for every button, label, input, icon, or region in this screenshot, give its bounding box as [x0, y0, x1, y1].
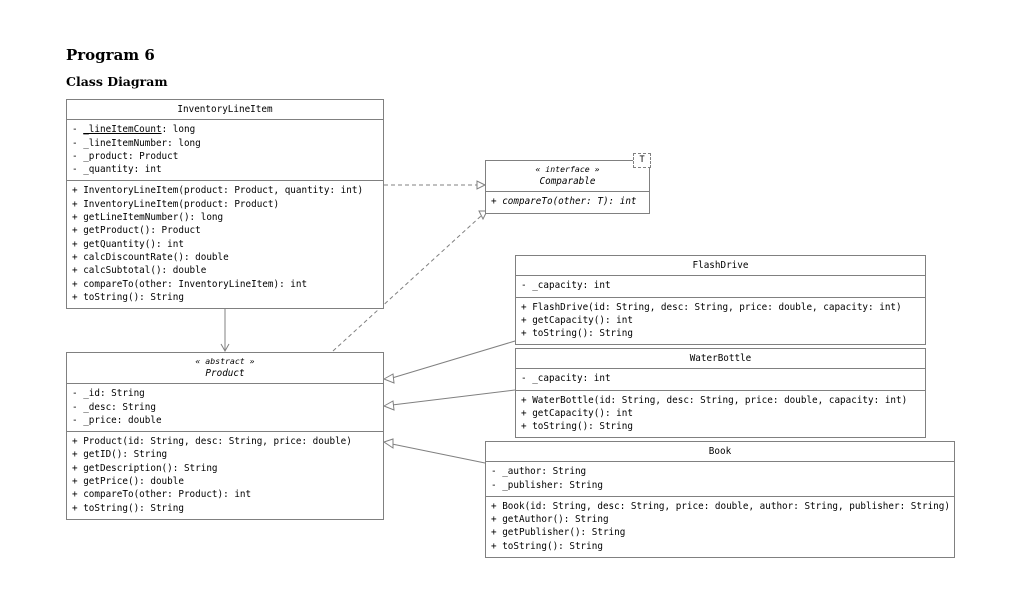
operation-row: + getProduct(): Product: [72, 225, 201, 237]
class-name-flashdrive: FlashDrive: [692, 260, 749, 271]
relationship-flashdrive-extends-product: [382, 340, 516, 384]
operation-row: + getLineItemNumber(): long: [72, 212, 224, 224]
class-header-comparable: « interface » Comparable: [486, 161, 649, 193]
operation-row: + toString(): String: [521, 328, 633, 340]
stereotype-interface: « interface »: [535, 164, 600, 174]
operation-row: + calcDiscountRate(): double: [72, 251, 229, 263]
attributes-compartment-book: - _author: String - _publisher: String: [486, 462, 954, 497]
operations-compartment-book: + Book(id: String, desc: String, price: …: [486, 497, 954, 557]
class-name-waterbottle: WaterBottle: [689, 353, 752, 364]
relationship-book-extends-product: [382, 438, 486, 464]
uml-class-book[interactable]: Book - _author: String - _publisher: Str…: [485, 441, 955, 559]
class-header-flashdrive: FlashDrive: [516, 256, 925, 277]
section-title: Class Diagram: [66, 74, 168, 89]
operation-row: + getAuthor(): String: [491, 514, 609, 526]
operation-row: + getPrice(): double: [72, 476, 184, 488]
attribute-row: - _publisher: String: [491, 479, 603, 491]
operation-row: + getPublisher(): String: [491, 527, 626, 539]
attributes-compartment-inventorylineitem: - _lineItemCount: long - _lineItemNumber…: [67, 120, 383, 182]
template-parameter-box-comparable: T: [633, 153, 651, 168]
relationship-waterbottle-extends-product: [382, 389, 516, 411]
attribute-row: - _product: Product: [72, 150, 179, 162]
operation-row: + toString(): String: [491, 540, 603, 552]
attribute-row: - _lineItemNumber: long: [72, 137, 201, 149]
operation-row: + WaterBottle(id: String, desc: String, …: [521, 394, 908, 406]
attributes-compartment-flashdrive: - _capacity: int: [516, 276, 925, 298]
uml-class-flashdrive[interactable]: FlashDrive - _capacity: int + FlashDrive…: [515, 255, 926, 346]
uml-class-comparable[interactable]: « interface » Comparable + compareTo(oth…: [485, 160, 650, 214]
attribute-row: - _price: double: [72, 414, 162, 426]
operation-row: + FlashDrive(id: String, desc: String, p…: [521, 301, 902, 313]
operation-row: + getCapacity(): int: [521, 407, 633, 419]
class-name-inventorylineitem: InventoryLineItem: [177, 104, 273, 115]
operation-row: + toString(): String: [72, 502, 184, 514]
operation-row: + toString(): String: [521, 421, 633, 433]
operation-row: + getQuantity(): int: [72, 238, 184, 250]
operation-row: + compareTo(other: Product): int: [72, 489, 252, 501]
attributes-compartment-waterbottle: - _capacity: int: [516, 369, 925, 391]
class-name-comparable: Comparable: [539, 176, 596, 187]
operation-row: + InventoryLineItem(product: Product, qu…: [72, 185, 364, 197]
operation-row: + Book(id: String, desc: String, price: …: [491, 500, 949, 512]
operation-row: + getID(): String: [72, 449, 168, 461]
uml-class-inventorylineitem[interactable]: InventoryLineItem - _lineItemCount: long…: [66, 99, 384, 310]
attribute-row: - _lineItemCount: long: [72, 124, 196, 136]
attribute-row: - _author: String: [491, 466, 587, 478]
uml-class-waterbottle[interactable]: WaterBottle - _capacity: int + WaterBott…: [515, 348, 926, 439]
operation-row: + Product(id: String, desc: String, pric…: [72, 436, 352, 448]
operations-compartment-comparable: + compareTo(other: T): int: [486, 192, 649, 212]
class-name-book: Book: [708, 446, 732, 457]
attribute-row: - _id: String: [72, 388, 145, 400]
operations-compartment-waterbottle: + WaterBottle(id: String, desc: String, …: [516, 391, 925, 438]
attributes-compartment-product: - _id: String - _desc: String - _price: …: [67, 384, 383, 433]
stereotype-abstract: « abstract »: [195, 356, 255, 366]
operations-compartment-flashdrive: + FlashDrive(id: String, desc: String, p…: [516, 298, 925, 345]
operations-compartment-inventorylineitem: + InventoryLineItem(product: Product, qu…: [67, 181, 383, 308]
operation-row: + InventoryLineItem(product: Product): [72, 198, 280, 210]
operations-compartment-product: + Product(id: String, desc: String, pric…: [67, 432, 383, 519]
class-name-product: Product: [205, 368, 245, 379]
attribute-row: - _quantity: int: [72, 164, 162, 176]
class-header-inventorylineitem: InventoryLineItem: [67, 100, 383, 121]
relationship-inventorylineitem-realizes-comparable: [384, 180, 487, 190]
class-header-book: Book: [486, 442, 954, 463]
attribute-row: - _capacity: int: [521, 280, 611, 292]
class-header-product: « abstract » Product: [67, 353, 383, 385]
attribute-row: - _desc: String: [72, 401, 156, 413]
operation-row: + calcSubtotal(): double: [72, 265, 207, 277]
class-header-waterbottle: WaterBottle: [516, 349, 925, 370]
operation-row: + toString(): String: [72, 291, 184, 303]
operation-row: + compareTo(other: InventoryLineItem): i…: [72, 278, 308, 290]
attribute-row: - _capacity: int: [521, 373, 611, 385]
operation-row: + getDescription(): String: [72, 462, 218, 474]
uml-class-product[interactable]: « abstract » Product - _id: String - _de…: [66, 352, 384, 520]
operation-row: + compareTo(other: T): int: [491, 196, 637, 208]
operation-row: + getCapacity(): int: [521, 314, 633, 326]
page-title: Program 6: [66, 46, 155, 64]
